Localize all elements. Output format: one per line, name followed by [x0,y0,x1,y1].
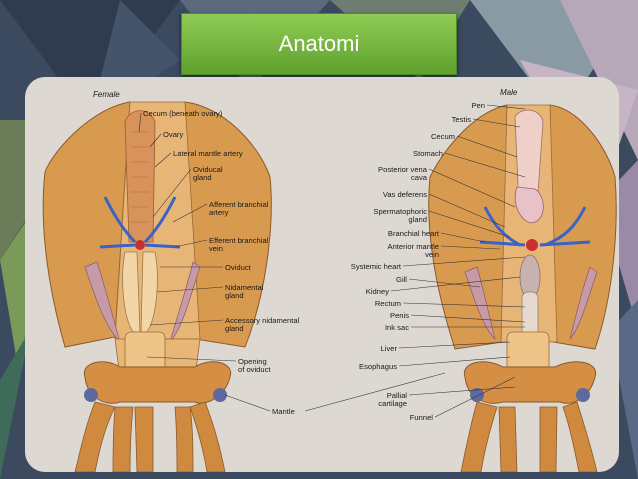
leader-line-stomach [444,152,526,178]
leader-line-posterior-vena-cava [428,168,516,208]
label-ovary: Ovary [163,130,183,139]
leader-line-branchial-heart [440,232,486,243]
leader-line-lateral-mantle-artery [154,152,172,168]
leader-line-opening-of-oviduct [146,356,237,362]
label-pen: Pen [471,101,485,110]
slide-title: Anatomi [181,13,457,75]
leader-line-afferent-branchial-artery [172,203,208,223]
leader-line-efferent-branchial-vein [174,239,208,248]
label-testis: Testis [452,115,472,124]
label-vas-deferens: Vas deferens [383,190,427,199]
label-cecum: Cecum [431,132,455,141]
leader-line-pen [486,104,526,110]
leader-line-spermatophoric-gland [428,210,511,238]
label-stomach: Stomach [413,149,443,158]
leader-line-accessory-nidamental-gland [149,319,224,326]
leader-line-systemic-heart [402,256,526,267]
mantle-leader-line [224,372,446,412]
leader-line-vas-deferens [428,193,506,228]
label-rectum: Rectum [375,299,401,308]
label-lateral-mantle-artery: Lateral mantle artery [173,149,243,158]
squid-anatomy-diagram: Female Male Cecum (beneath ovary) OvaryLa… [42,88,617,472]
label-kidney: Kidney [366,287,389,296]
female-heading: Female [93,90,120,99]
leader-line-gill [408,278,481,288]
female-squid-illustration [42,101,272,472]
leader-line-cecum-beneath-ovary [138,112,142,133]
male-squid-illustration [428,104,617,472]
leader-line-kidney [390,276,521,292]
label-oviduct: Oviduct [225,263,252,272]
label-penis: Penis [390,311,409,320]
label-funnel: Funnel [410,413,434,422]
label-esophagus: Esophagus [359,362,397,371]
leader-line-rectum [402,302,526,308]
label-liver: Liver [381,344,398,353]
mantle-label: Mantle [272,407,295,416]
label-gill: Gill [396,275,407,284]
leader-line-penis [410,314,526,323]
leader-line-cecum [456,135,518,158]
label-cecum-beneath-ovary: Cecum (beneath ovary) [143,109,223,118]
leader-line-testis [472,118,521,128]
label-ink-sac: Ink sac [385,323,409,332]
male-heading: Male [500,88,518,97]
label-branchial-heart: Branchial heart [388,229,440,238]
leader-line-oviducal-gland [152,168,192,218]
leader-line-nidamental-gland [156,286,224,293]
leader-line-esophagus [398,356,511,367]
leader-line-pallial-cartilage [408,386,516,396]
leader-line-anterior-mantle-vein [440,245,501,250]
leader-line-funnel [434,376,516,418]
leader-line-liver [398,341,511,349]
label-systemic-heart: Systemic heart [351,262,402,271]
leader-line-ovary [149,133,162,148]
